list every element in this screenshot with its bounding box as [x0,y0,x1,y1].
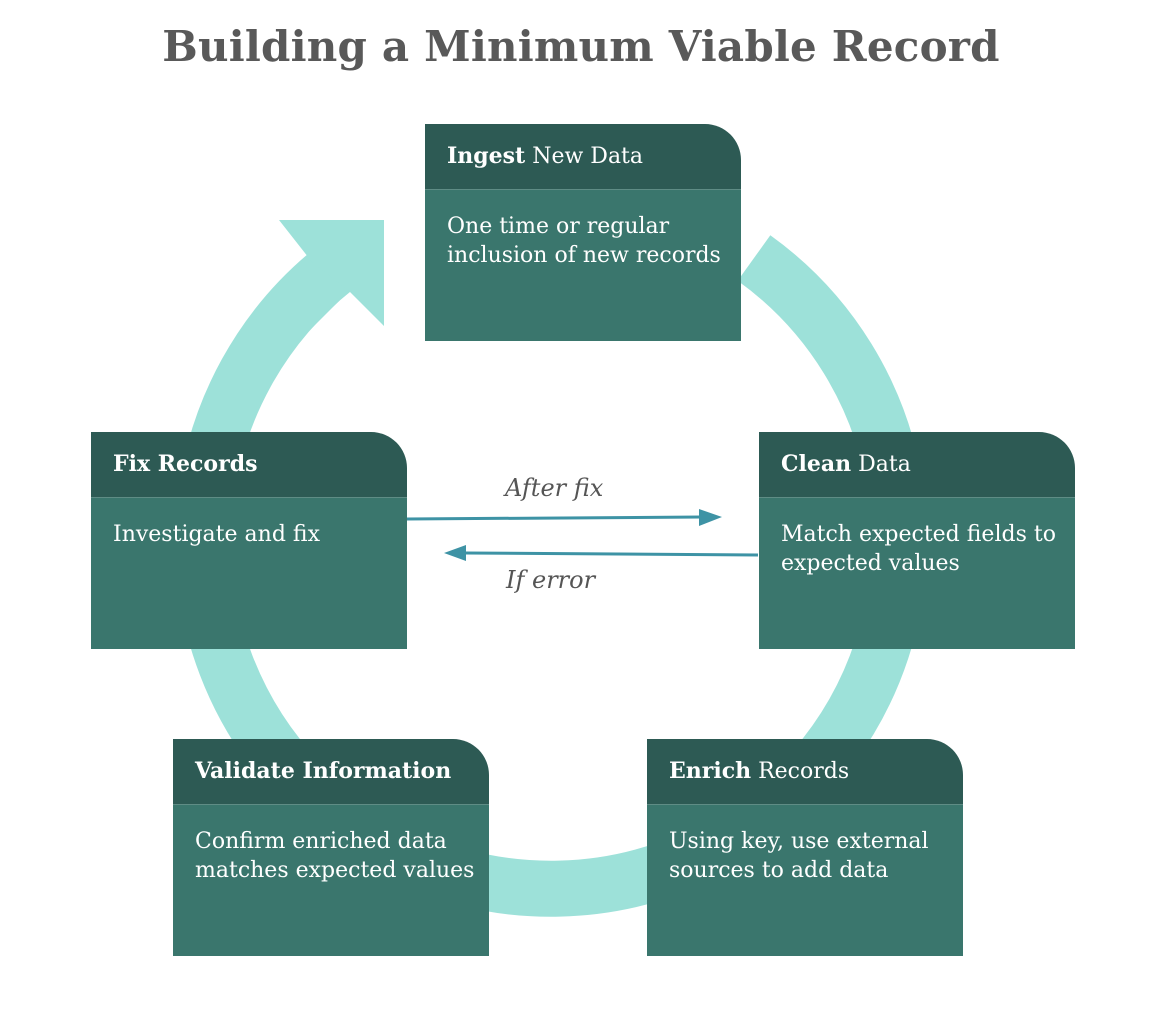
step-title: Validate Information [195,758,452,784]
step-header: Validate Information [173,739,489,805]
step-body: Using key, use external sources to add d… [647,805,963,956]
step-body: One time or regular inclusion of new rec… [425,190,741,341]
step-body: Match expected fields to expected values [759,498,1075,649]
step-card-fix: Fix Records Investigate and fix [91,432,407,649]
arrow-left-icon [444,545,466,561]
after-fix-line [406,515,703,521]
step-title: Clean Data [781,451,911,477]
step-description: Using key, use external sources to add d… [669,829,929,883]
step-card-clean: Clean Data Match expected fields to expe… [759,432,1075,649]
step-description: One time or regular inclusion of new rec… [447,214,721,268]
after-fix-label: After fix [505,474,604,502]
step-body: Confirm enriched data matches expected v… [173,805,489,956]
step-body: Investigate and fix [91,498,407,649]
step-description: Confirm enriched data matches expected v… [195,829,475,883]
step-header: Fix Records [91,432,407,498]
step-description: Investigate and fix [113,522,320,547]
step-description: Match expected fields to expected values [781,522,1056,576]
step-card-validate: Validate Information Confirm enriched da… [173,739,489,956]
step-title: Fix Records [113,451,258,477]
step-header: Ingest New Data [425,124,741,190]
cycle-arrowhead-fill [262,262,349,340]
step-header: Enrich Records [647,739,963,805]
step-header: Clean Data [759,432,1075,498]
diagram-title: Building a Minimum Viable Record [162,22,1000,71]
if-error-label: If error [506,566,596,594]
cycle-arrowhead-icon [279,220,384,326]
arrow-right-icon [699,509,722,526]
step-title: Ingest New Data [447,143,644,169]
step-card-ingest: Ingest New Data One time or regular incl… [425,124,741,341]
if-error-line [464,551,759,557]
step-card-enrich: Enrich Records Using key, use external s… [647,739,963,956]
step-title: Enrich Records [669,758,850,784]
